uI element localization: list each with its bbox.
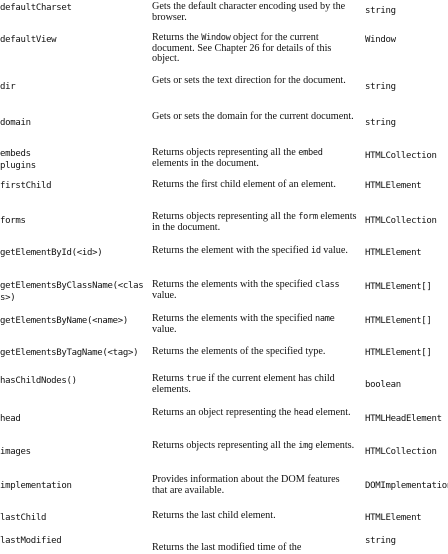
description-text: Returns objects representing all the [152,211,299,222]
inline-code: img [298,441,313,451]
inline-code: form [298,212,318,222]
description-text: Returns objects representing all the [152,147,299,158]
inline-code: id [311,246,321,256]
property-name: implementation [0,481,72,491]
description-text: object for the current document. See Cha… [152,32,332,64]
property-name: getElementById(<id>) [0,248,103,258]
inline-code: class [314,280,340,290]
property-type: HTMLHeadElement [365,414,442,424]
property-description: Gets or sets the text direction for the … [152,75,357,87]
property-description: Returns objects representing all the for… [152,211,357,233]
property-type: boolean [365,380,401,390]
description-text: Provides information about the DOM featu… [152,474,340,496]
inline-code: name [314,314,335,324]
description-text: Returns the last modified time of the [152,542,302,553]
property-name: head [0,414,21,424]
property-name: lastChild [0,513,47,523]
property-name: defaultView [0,35,57,45]
property-name: hasChildNodes() [0,376,77,386]
property-description: Returns objects representing all the img… [152,440,357,452]
property-type: string [365,6,396,16]
description-text: Returns the first child element of an el… [152,179,336,190]
description-text: if the current element has child element… [152,373,335,395]
property-name: dir [0,82,16,92]
property-name: lastModified [0,536,62,546]
property-type: HTMLElement [365,181,422,191]
property-name: firstChild [0,181,52,191]
description-text: elements in the document. [152,211,357,233]
description-text: Returns an object representing the [152,407,294,418]
property-name: forms [0,216,26,226]
description-text: Returns the elements with the specified [152,279,315,290]
description-text: Gets the default character encoding used… [152,1,346,23]
description-text: Gets or sets the text direction for the … [152,75,346,86]
description-text: Gets or sets the domain for the current … [152,111,354,122]
description-text: elements in the document. [152,157,259,169]
property-description: Provides information about the DOM featu… [152,474,357,496]
property-type: string [365,118,396,128]
property-description: Returns the elements with the specified … [152,279,357,301]
description-text: value. [152,323,177,335]
property-description: Returns the Window object for the curren… [152,32,357,65]
property-description: Returns the last modified time of the [152,542,357,554]
property-name: domain [0,118,31,128]
property-type: DOMImplementation [365,481,448,491]
description-text: elements. [312,440,355,451]
property-name: getElementsByClassName(<clas s>) [0,281,144,303]
property-name: getElementsByName(<name>) [0,316,128,326]
description-text: value. [152,289,177,301]
property-type: HTMLCollection [365,216,437,226]
property-description: Gets the default character encoding used… [152,1,357,23]
inline-code: head [293,408,314,418]
property-type: HTMLElement [365,513,422,523]
property-description: Returns an object representing the head … [152,407,357,419]
inline-code: Window [201,33,231,43]
property-description: Returns objects representing all the emb… [152,147,357,169]
description-text: Returns the elements with the specified [152,313,315,324]
property-type: HTMLElement[] [365,282,432,292]
inline-code: true [186,374,206,384]
property-type: HTMLElement [365,248,422,258]
property-description: Returns the element with the specified i… [152,245,357,257]
property-name: images [0,447,31,457]
description-text: Returns the [152,32,202,43]
property-name: defaultCharset [0,3,72,13]
property-type: HTMLCollection [365,447,437,457]
property-type: string [365,82,396,92]
property-name: getElementsByTagName(<tag>) [0,348,139,358]
description-text: Returns the elements of the specified ty… [152,346,326,357]
property-description: Gets or sets the domain for the current … [152,111,357,123]
property-type: HTMLElement[] [365,348,432,358]
description-text: value. [320,245,348,256]
property-description: Returns the last child element. [152,510,357,522]
property-type: HTMLElement[] [365,316,432,326]
description-text: element. [313,407,351,418]
property-name: embeds plugins [0,149,36,171]
property-type: HTMLCollection [365,151,437,161]
property-description: Returns the first child element of an el… [152,179,357,191]
description-text: Returns objects representing all the [152,440,299,451]
property-description: Returns the elements with the specified … [152,313,357,335]
property-type: Window [365,35,396,45]
inline-code: embed [298,148,323,158]
description-text: Returns the last child element. [152,510,276,521]
description-text: Returns [152,373,187,384]
property-type: string [365,536,396,546]
property-description: Returns the elements of the specified ty… [152,346,357,358]
property-description: Returns true if the current element has … [152,373,357,395]
description-text: Returns the element with the specified [152,245,311,256]
